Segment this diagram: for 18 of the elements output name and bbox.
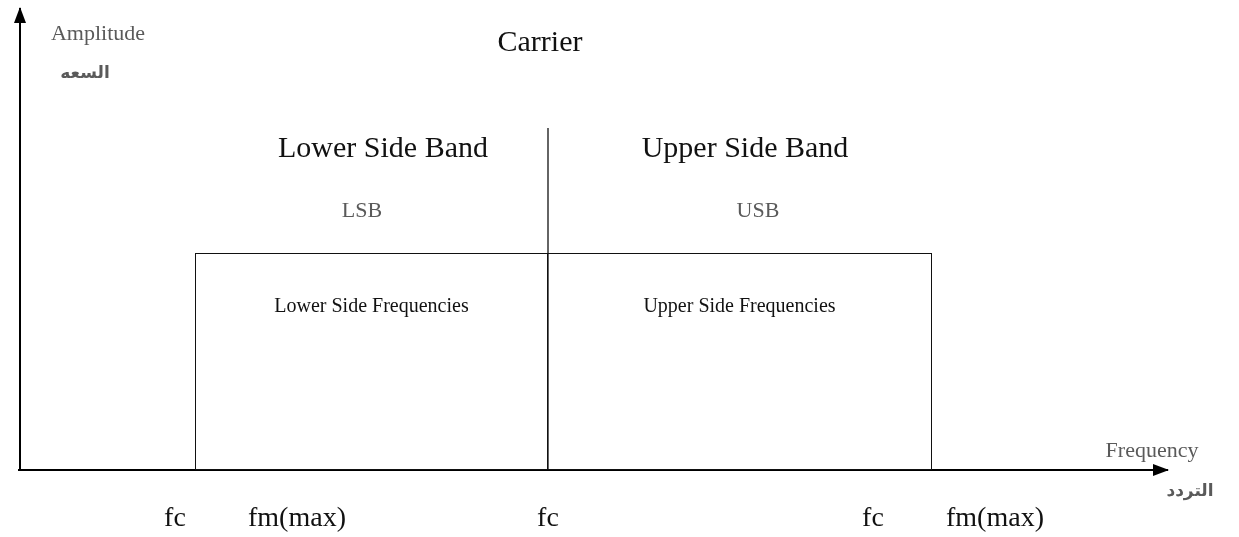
carrier-label: Carrier — [497, 23, 583, 57]
tick-label: fc — [164, 501, 186, 533]
box-text: Upper Side Frequencies — [642, 294, 837, 317]
band-heading: Lower Side Band — [278, 129, 488, 163]
band-abbreviation: USB — [736, 197, 780, 223]
tick-label: fm(max) — [248, 501, 346, 533]
tick-label: fm(max) — [946, 501, 1044, 533]
axis-label: Amplitude — [50, 20, 146, 46]
tick-label: fc — [537, 501, 559, 533]
sideband-box — [548, 253, 932, 470]
axis-label: السعه — [60, 62, 110, 82]
box-text: Lower Side Frequencies — [273, 294, 470, 317]
sideband-box — [195, 253, 548, 470]
axis-label: Frequency — [1105, 437, 1199, 463]
tick-label: fc — [862, 501, 884, 533]
band-abbreviation: LSB — [341, 197, 383, 223]
axis-label: التردد — [1166, 480, 1214, 500]
band-heading: Upper Side Band — [641, 129, 849, 163]
